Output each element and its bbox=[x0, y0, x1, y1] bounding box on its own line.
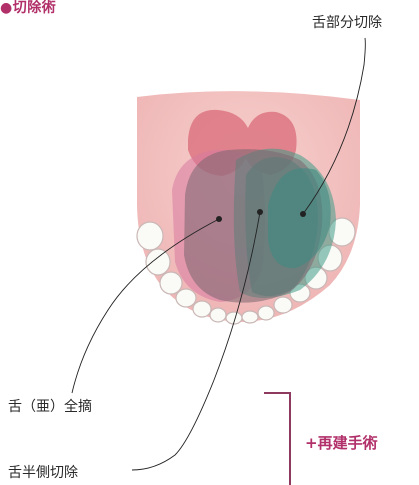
reconstruction-label: +再建手術 bbox=[305, 432, 378, 453]
reconstruction-bracket bbox=[264, 392, 291, 485]
subtotal-total-glossectomy-label: 舌（亜）全摘 bbox=[8, 396, 92, 416]
hemiglossectomy-label: 舌半側切除 bbox=[8, 462, 78, 482]
partial-glossectomy-label: 舌部分切除 bbox=[312, 12, 382, 32]
